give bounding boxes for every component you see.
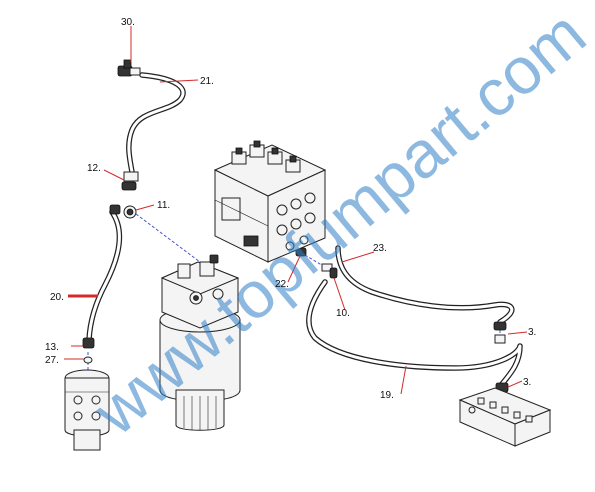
fitting-12 (121, 171, 139, 191)
label-3-upper: 3. (528, 327, 536, 338)
hose-21 (126, 72, 186, 175)
leader-lines (64, 26, 528, 395)
watermark-text: www.topfumpart.com (79, 0, 595, 449)
label-12: 12. (87, 163, 101, 174)
label-3-lower: 3. (523, 377, 531, 388)
label-20: 20. (50, 292, 64, 303)
hose-19 (306, 279, 523, 387)
hose-20 (86, 209, 123, 343)
control-valve-block (213, 140, 327, 263)
label-23: 23. (373, 243, 387, 254)
label-21: 21. (200, 76, 214, 87)
label-13: 13. (45, 342, 59, 353)
fitting-27 (83, 356, 93, 364)
manifold-block (458, 387, 552, 447)
label-30: 30. (121, 17, 135, 28)
swivel-joint (64, 369, 110, 451)
hose-23 (335, 245, 515, 325)
label-22: 22. (275, 279, 289, 290)
fitting-13 (82, 337, 95, 349)
fitting-3-upper (493, 321, 507, 344)
label-19: 19. (380, 390, 394, 401)
fitting-10 (321, 263, 338, 279)
fitting-11 (109, 204, 137, 219)
label-11: 11. (157, 200, 170, 211)
swing-motor (159, 254, 241, 431)
label-10: 10. (336, 308, 350, 319)
label-27: 27. (45, 355, 59, 366)
fitting-30 (117, 59, 141, 77)
